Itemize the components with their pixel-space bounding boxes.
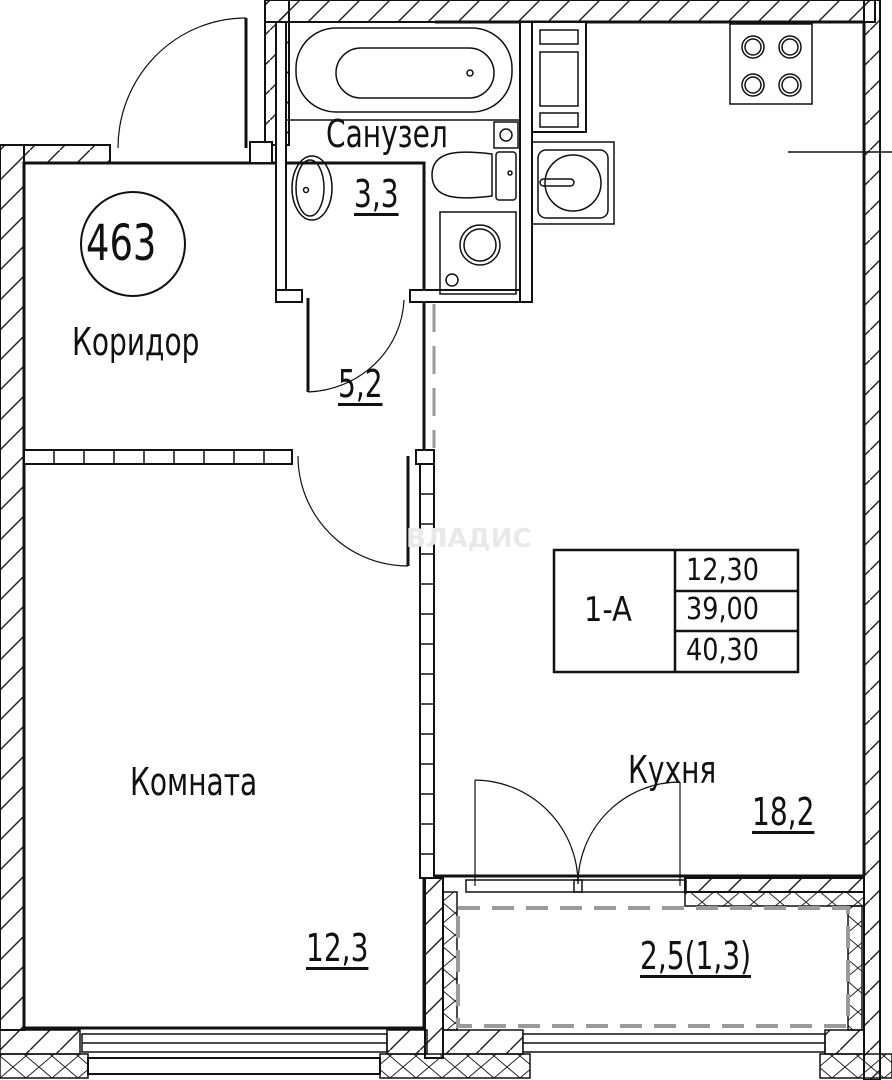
apartment-number-circle bbox=[80, 191, 186, 297]
entrance-door-icon bbox=[117, 17, 273, 164]
room-outlines bbox=[22, 20, 866, 1030]
total-with-balcony-value: 40,30 bbox=[686, 633, 760, 668]
balcony-door-icon bbox=[465, 779, 687, 893]
total-area-value: 39,00 bbox=[686, 592, 760, 627]
bathtub-icon bbox=[295, 27, 513, 113]
room-area-bathroom: 3,3 bbox=[354, 172, 399, 216]
kitchen-sink-icon bbox=[531, 141, 615, 225]
stove-icon bbox=[729, 23, 813, 105]
balcony bbox=[442, 891, 865, 1031]
room-name-kitchen: Кухня bbox=[628, 748, 717, 792]
living-area-value: 12,30 bbox=[686, 553, 760, 588]
watermark: ВЛАДИС bbox=[406, 524, 532, 554]
room-name-room: Комната bbox=[130, 760, 258, 804]
apartment-number: 463 bbox=[86, 214, 157, 272]
partition-wall bbox=[23, 449, 435, 879]
bottom-wall bbox=[0, 1029, 892, 1079]
washing-machine-icon bbox=[439, 211, 517, 295]
room-name-corridor: Коридор bbox=[72, 320, 200, 364]
room-area-balcony: 2,5(1,3) bbox=[640, 934, 752, 978]
sink-icon bbox=[291, 155, 333, 221]
room-area-room: 12,3 bbox=[306, 926, 369, 970]
room-area-kitchen: 18,2 bbox=[752, 790, 815, 834]
room-name-bathroom: Санузел bbox=[326, 112, 448, 156]
bathroom-walls bbox=[275, 21, 587, 303]
toilet-icon bbox=[431, 121, 519, 201]
room-door-icon bbox=[297, 455, 410, 567]
room-area-corridor: 5,2 bbox=[338, 362, 383, 406]
bathroom-door-icon bbox=[306, 298, 405, 393]
apartment-type-code: 1-A bbox=[584, 590, 632, 630]
summary-table-frame bbox=[552, 548, 800, 674]
